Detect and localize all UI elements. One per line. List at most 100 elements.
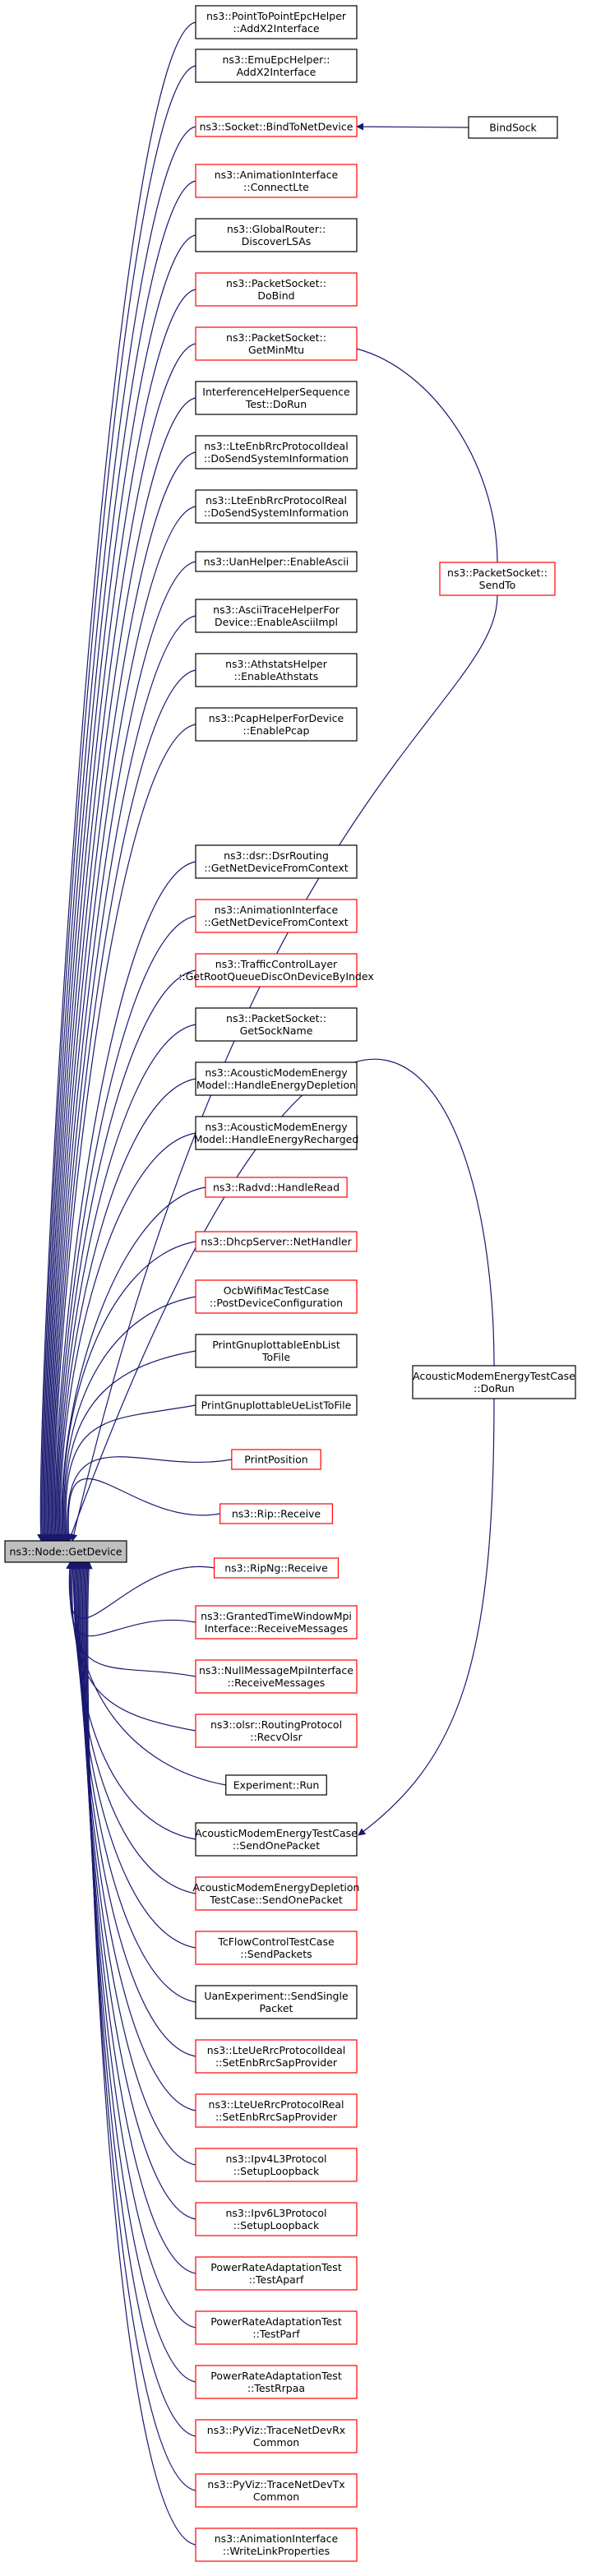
- caller-node-29[interactable]: ns3::GrantedTimeWindowMpiInterface::Rece…: [195, 1605, 358, 1639]
- caller-node-30[interactable]: ns3::NullMessageMpiInterface::ReceiveMes…: [195, 1659, 358, 1694]
- caller-node-26-box: [231, 1449, 321, 1470]
- caller-node-10[interactable]: ns3::LteEnbRrcProtocolReal::DoSendSystem…: [195, 489, 358, 524]
- caller-node-19[interactable]: ns3::AcousticModemEnergyModel::HandleEne…: [195, 1061, 358, 1096]
- caller-node-18[interactable]: ns3::PacketSocket::GetSockName: [195, 1007, 358, 1042]
- caller-node-39[interactable]: ns3::Ipv4L3Protocol::SetupLoopback: [195, 2148, 358, 2182]
- caller-node-20[interactable]: ns3::AcousticModemEnergyModel::HandleEne…: [194, 1116, 359, 1150]
- caller-node-26[interactable]: PrintPosition: [231, 1449, 321, 1470]
- caller-node-15-label: ns3::dsr::DsrRouting: [224, 849, 329, 862]
- caller-node-29-box: [195, 1605, 358, 1639]
- caller-node-6[interactable]: ns3::PacketSocket::DoBind: [195, 272, 358, 307]
- caller-node-42-box: [195, 2310, 358, 2345]
- caller-node-40[interactable]: ns3::Ipv6L3Protocol::SetupLoopback: [195, 2202, 358, 2236]
- caller-node-38-label: ::SetEnbRrcSapProvider: [215, 2111, 338, 2123]
- edge-caller-2: [38, 65, 196, 1542]
- caller-node-16[interactable]: ns3::AnimationInterface::GetNetDeviceFro…: [195, 899, 358, 933]
- edge-caller-3: [39, 126, 196, 1542]
- caller-node-35[interactable]: TcFlowControlTestCase::SendPackets: [195, 1931, 358, 1965]
- caller-node-6-label: DoBind: [257, 289, 294, 302]
- root-node-getdevice[interactable]: ns3::Node::GetDevice: [4, 1540, 127, 1563]
- caller-node-12[interactable]: ns3::AsciiTraceHelperForDevice::EnableAs…: [195, 599, 358, 633]
- caller-node-27-box: [219, 1503, 333, 1524]
- caller-node-32[interactable]: Experiment::Run: [225, 1774, 327, 1796]
- caller-node-33-label: ::SendOnePacket: [233, 1839, 320, 1852]
- caller-node-28[interactable]: ns3::RipNg::Receive: [213, 1557, 340, 1579]
- caller-node-21[interactable]: ns3::Radvd::HandleRead: [205, 1177, 348, 1198]
- caller-node-17[interactable]: ns3::TrafficControlLayer::GetRootQueueDi…: [178, 953, 374, 987]
- caller-node-7-label: GetMinMtu: [248, 344, 304, 356]
- caller-node-37[interactable]: ns3::LteUeRrcProtocolIdeal::SetEnbRrcSap…: [195, 2039, 358, 2074]
- caller-node-9[interactable]: ns3::LteEnbRrcProtocolIdeal::DoSendSyste…: [195, 435, 358, 469]
- caller-node-24-label: ToFile: [261, 1351, 290, 1363]
- edge-caller-27: [64, 1478, 220, 1542]
- caller-node-30-label: ::ReceiveMessages: [228, 1676, 326, 1689]
- caller-node-6-box: [195, 272, 358, 307]
- caller-node-15[interactable]: ns3::dsr::DsrRouting::GetNetDeviceFromCo…: [195, 844, 358, 879]
- second-level-node-s3[interactable]: AcousticModemEnergyTestCase::DoRun: [412, 1365, 576, 1399]
- caller-node-12-box: [195, 599, 358, 633]
- caller-node-2-label: ns3::EmuEpcHelper::: [222, 53, 330, 66]
- caller-node-38[interactable]: ns3::LteUeRrcProtocolReal::SetEnbRrcSapP…: [195, 2093, 358, 2128]
- caller-node-22[interactable]: ns3::DhcpServer::NetHandler: [195, 1231, 358, 1252]
- caller-node-5-label: ns3::GlobalRouter::: [227, 223, 326, 235]
- caller-node-4-box: [195, 164, 358, 198]
- edge-caller-6: [42, 289, 196, 1542]
- edge-caller-15: [52, 861, 196, 1542]
- edge-caller-34: [72, 1561, 196, 1894]
- caller-node-13-label: ns3::AthstatsHelper: [225, 658, 328, 670]
- caller-node-2[interactable]: ns3::EmuEpcHelper::AddX2Interface: [195, 49, 358, 83]
- edge-caller-31: [69, 1561, 196, 1732]
- caller-node-42-label: ::TestParf: [252, 2328, 300, 2340]
- caller-node-41[interactable]: PowerRateAdaptationTest::TestAparf: [195, 2256, 358, 2291]
- caller-node-43[interactable]: PowerRateAdaptationTest::TestRrpaa: [195, 2365, 358, 2399]
- caller-node-46-label: ns3::AnimationInterface: [215, 2532, 339, 2545]
- edge-caller-24: [62, 1350, 196, 1542]
- edge-caller-38: [76, 1561, 196, 2111]
- caller-node-45-label: ns3::PyViz::TraceNetDevTx: [207, 2478, 344, 2490]
- caller-node-15-label: ::GetNetDeviceFromContext: [204, 862, 348, 874]
- caller-node-31[interactable]: ns3::olsr::RoutingProtocol::RecvOlsr: [195, 1713, 358, 1748]
- edge-caller-40: [78, 1561, 196, 2220]
- caller-node-33[interactable]: AcousticModemEnergyTestCase::SendOnePack…: [195, 1822, 358, 1857]
- caller-node-1[interactable]: ns3::PointToPointEpcHelper::AddX2Interfa…: [195, 5, 358, 39]
- second-level-node-s1-label: BindSock: [489, 122, 537, 134]
- caller-node-34-label: TestCase::SendOnePacket: [209, 1894, 343, 1906]
- caller-node-27[interactable]: ns3::Rip::Receive: [219, 1503, 333, 1524]
- caller-node-41-label: ::TestAparf: [249, 2273, 304, 2286]
- second-level-node-s2[interactable]: ns3::PacketSocket::SendTo: [439, 562, 556, 596]
- caller-node-23[interactable]: OcbWifiMacTestCase::PostDeviceConfigurat…: [195, 1279, 358, 1314]
- caller-node-13[interactable]: ns3::AthstatsHelper::EnableAthstats: [195, 653, 358, 687]
- caller-node-16-label: ::GetNetDeviceFromContext: [204, 916, 348, 928]
- second-level-node-s1[interactable]: BindSock: [468, 116, 558, 139]
- caller-node-14-label: ns3::PcapHelperForDevice: [209, 712, 344, 724]
- caller-node-44-label: Common: [253, 2436, 299, 2449]
- caller-node-3[interactable]: ns3::Socket::BindToNetDevice: [195, 116, 358, 137]
- caller-node-5[interactable]: ns3::GlobalRouter::DiscoverLSAs: [195, 218, 358, 252]
- edge-caller-21: [58, 1186, 206, 1542]
- caller-node-7[interactable]: ns3::PacketSocket::GetMinMtu: [195, 326, 358, 361]
- caller-node-46[interactable]: ns3::AnimationInterface::WriteLinkProper…: [195, 2527, 358, 2562]
- edge-caller-22: [59, 1241, 196, 1542]
- caller-node-42[interactable]: PowerRateAdaptationTest::TestParf: [195, 2310, 358, 2345]
- second-level-node-s3-label: AcousticModemEnergyTestCase: [413, 1370, 575, 1382]
- edge-caller-39: [77, 1561, 196, 2166]
- caller-node-34[interactable]: AcousticModemEnergyDepletionTestCase::Se…: [193, 1876, 360, 1911]
- caller-node-9-box: [195, 435, 358, 469]
- edge-caller-45: [84, 1561, 196, 2491]
- edge-caller-36: [74, 1561, 196, 2003]
- caller-node-4[interactable]: ns3::AnimationInterface::ConnectLte: [195, 164, 358, 198]
- caller-node-5-box: [195, 218, 358, 252]
- caller-node-31-label: ns3::olsr::RoutingProtocol: [210, 1718, 342, 1731]
- caller-node-46-label: ::WriteLinkProperties: [223, 2545, 330, 2557]
- caller-node-11[interactable]: ns3::UanHelper::EnableAscii: [195, 551, 358, 572]
- edge-caller-19: [56, 1078, 196, 1542]
- caller-node-14[interactable]: ns3::PcapHelperForDevice::EnablePcap: [195, 707, 358, 742]
- caller-node-22-label: ns3::DhcpServer::NetHandler: [201, 1236, 352, 1248]
- caller-node-2-label: AddX2Interface: [237, 66, 316, 78]
- caller-node-25[interactable]: PrintGnuplottableUeListToFile: [195, 1394, 358, 1416]
